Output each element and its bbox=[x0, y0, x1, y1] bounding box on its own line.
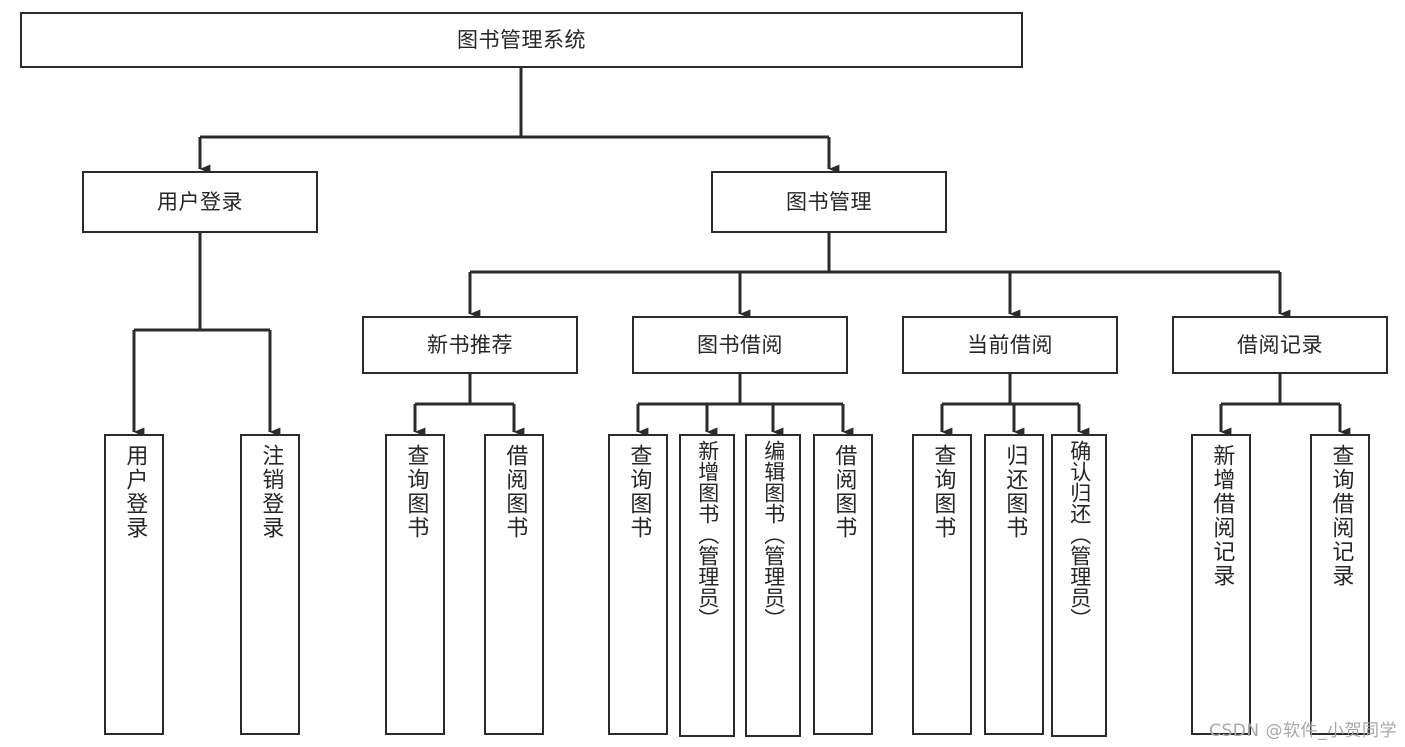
node-leaf-confirm-return-admin[interactable]: 确认归还（管理员） bbox=[1051, 434, 1107, 737]
node-label: 注销登录 bbox=[258, 444, 284, 540]
node-label: 借阅图书 bbox=[831, 444, 857, 540]
node-label: 查询图书 bbox=[626, 444, 652, 540]
node-leaf-add-borrow-record[interactable]: 新增借阅记录 bbox=[1191, 434, 1251, 735]
node-new-book-recommend[interactable]: 新书推荐 bbox=[362, 316, 578, 374]
node-leaf-query-book-1[interactable]: 查询图书 bbox=[385, 434, 445, 735]
node-label: 图书借阅 bbox=[697, 332, 783, 357]
node-label: 当前借阅 bbox=[967, 332, 1053, 357]
node-book-manage[interactable]: 图书管理 bbox=[711, 171, 947, 233]
node-leaf-borrow-book-2[interactable]: 借阅图书 bbox=[813, 434, 873, 735]
node-label: 确认归还（管理员） bbox=[1067, 440, 1092, 629]
node-leaf-query-book-3[interactable]: 查询图书 bbox=[912, 434, 972, 735]
node-label: 用户登录 bbox=[122, 444, 148, 540]
node-borrow-record[interactable]: 借阅记录 bbox=[1172, 316, 1388, 374]
node-leaf-borrow-book-1[interactable]: 借阅图书 bbox=[484, 434, 544, 735]
node-leaf-edit-book-admin[interactable]: 编辑图书（管理员） bbox=[745, 434, 801, 737]
node-leaf-query-borrow-record[interactable]: 查询借阅记录 bbox=[1310, 434, 1370, 735]
node-label: 编辑图书（管理员） bbox=[761, 440, 786, 629]
node-label: 借阅图书 bbox=[502, 444, 528, 540]
node-current-borrow[interactable]: 当前借阅 bbox=[902, 316, 1118, 374]
node-leaf-user-login[interactable]: 用户登录 bbox=[104, 434, 164, 735]
node-user-login[interactable]: 用户登录 bbox=[82, 171, 318, 233]
node-label: 图书管理 bbox=[786, 189, 872, 214]
node-label: 查询借阅记录 bbox=[1328, 444, 1354, 588]
node-label: 新增借阅记录 bbox=[1209, 444, 1235, 588]
node-root[interactable]: 图书管理系统 bbox=[20, 12, 1023, 68]
node-book-borrow[interactable]: 图书借阅 bbox=[632, 316, 848, 374]
node-label: 查询图书 bbox=[930, 444, 956, 540]
node-label: 用户登录 bbox=[157, 189, 243, 214]
node-leaf-logout-login[interactable]: 注销登录 bbox=[240, 434, 300, 735]
node-label: 图书管理系统 bbox=[457, 27, 586, 52]
node-leaf-return-book[interactable]: 归还图书 bbox=[984, 434, 1044, 735]
node-leaf-query-book-2[interactable]: 查询图书 bbox=[608, 434, 668, 735]
node-label: 新书推荐 bbox=[427, 332, 513, 357]
node-label: 归还图书 bbox=[1002, 444, 1028, 540]
node-leaf-add-book-admin[interactable]: 新增图书（管理员） bbox=[679, 434, 735, 737]
node-label: 新增图书（管理员） bbox=[695, 440, 720, 629]
node-label: 借阅记录 bbox=[1237, 332, 1323, 357]
node-label: 查询图书 bbox=[403, 444, 429, 540]
csdn-watermark: CSDN @软件_小贺同学 bbox=[1209, 721, 1397, 741]
